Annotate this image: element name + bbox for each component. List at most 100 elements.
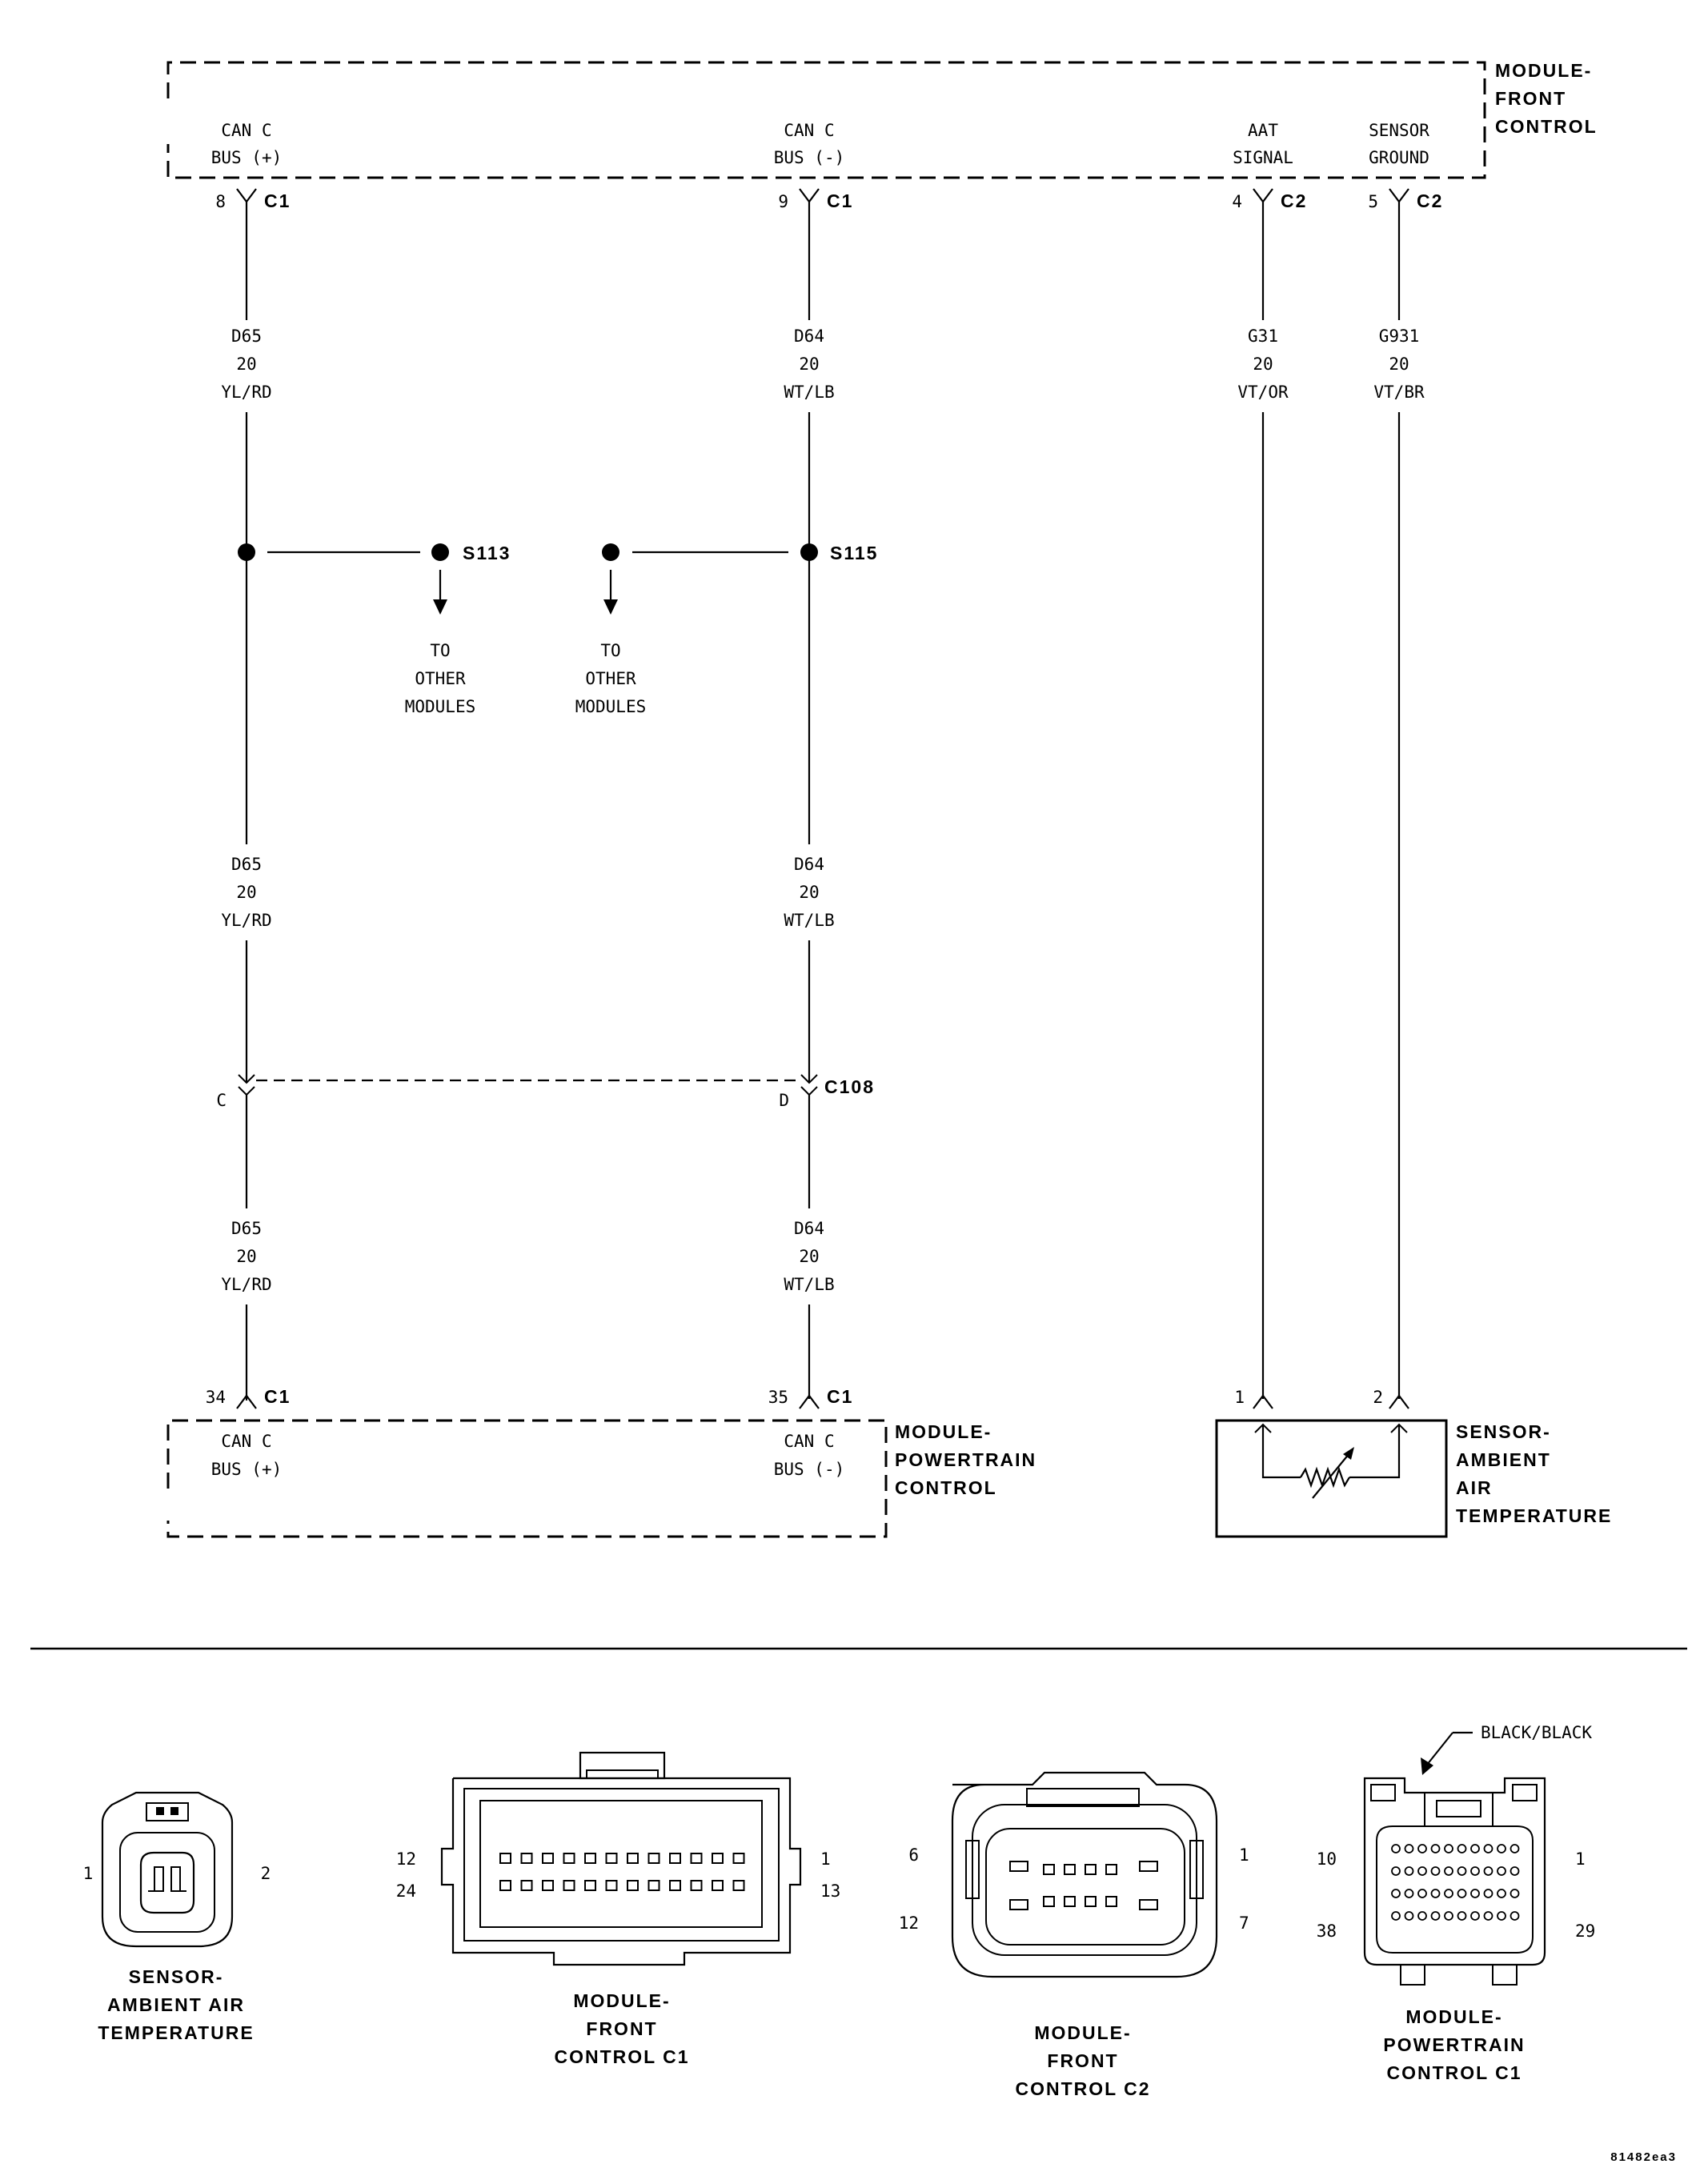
pin-number: 5 [1368, 192, 1378, 211]
to-other-modules: TO [600, 641, 620, 660]
cavity [1483, 1844, 1493, 1853]
cavity [563, 1853, 575, 1864]
sensor-title-line4: TEMPERATURE [1456, 1505, 1612, 1526]
cavity [1105, 1896, 1117, 1907]
connector-view-pcm-c1: BLACK/BLACK 10 38 1 29 MODULE- POWERTRAI… [1317, 1723, 1596, 2083]
cavity [1497, 1889, 1506, 1898]
cavity [1009, 1899, 1028, 1910]
cavity [1009, 1861, 1028, 1872]
cavity [1064, 1864, 1076, 1875]
cavity [1417, 1911, 1427, 1921]
cavity [712, 1853, 724, 1864]
cavity [690, 1880, 703, 1891]
cavity [605, 1853, 618, 1864]
cavity [1510, 1911, 1520, 1921]
splice-label: S115 [830, 543, 878, 563]
wire-circuit: G31 [1248, 327, 1278, 346]
cavity [1417, 1844, 1427, 1853]
powertrain-control-module: 34 C1 35 C1 CAN C BUS (+) CAN C BUS (-) … [166, 1386, 1036, 1538]
sensor-title-line1: SENSOR- [1456, 1421, 1551, 1442]
cavity [520, 1853, 533, 1864]
connector-id: C1 [264, 1386, 291, 1407]
to-other-modules: OTHER [585, 669, 636, 688]
cavity [1457, 1866, 1467, 1876]
cavity [732, 1880, 745, 1891]
cavity [1417, 1889, 1427, 1898]
cavity [563, 1880, 575, 1891]
pcm-pin-label: BUS (+) [211, 1460, 283, 1479]
cavity [732, 1853, 745, 1864]
pin-grids [499, 1844, 1520, 1921]
cavity [1391, 1866, 1401, 1876]
cavity [1417, 1866, 1427, 1876]
connector-view-fcm-c1: 12 24 1 13 MODULE- FRONT CONTROL C1 [396, 1751, 840, 2067]
connector-view-label: FRONT [1047, 2050, 1118, 2071]
cavity [627, 1880, 639, 1891]
cavity [1444, 1844, 1453, 1853]
ambient-air-temp-sensor: 1 2 SENSOR- AMBIENT AIR TEMPERATURE [1215, 1388, 1612, 1538]
wire-gauge: 20 [236, 355, 256, 374]
cavity [1430, 1889, 1441, 1898]
wire-color: VT/BR [1373, 383, 1425, 402]
fcm-terminals: 8 C1 9 C1 4 C2 5 C2 [215, 188, 1441, 211]
cavity [1085, 1896, 1097, 1907]
pcm-pin-label: CAN C [221, 1432, 271, 1451]
cavity [1483, 1866, 1493, 1876]
cavity [1391, 1889, 1401, 1898]
pin-number: 35 [768, 1388, 788, 1407]
connector-view-label: SENSOR- [129, 1966, 224, 1987]
cavity [1510, 1889, 1520, 1898]
wire-circuit: D65 [231, 1219, 262, 1238]
wire-d65: D65 20 YL/RD D65 20 YL/RD D65 20 YL/RD [221, 202, 272, 1399]
cavity [1139, 1861, 1158, 1872]
cavity [1483, 1911, 1493, 1921]
cavity [520, 1880, 533, 1891]
wire-gauge: 20 [236, 883, 256, 902]
cavity [1404, 1889, 1414, 1898]
cavity [648, 1880, 660, 1891]
pin-number: 1 [1239, 1845, 1249, 1865]
to-other-modules: MODULES [575, 697, 647, 716]
fcm-pin-label: BUS (-) [774, 148, 845, 167]
pcm-title-line2: POWERTRAIN [895, 1449, 1036, 1470]
sensor-title-line2: AMBIENT [1456, 1449, 1551, 1470]
pcm-title-line1: MODULE- [895, 1421, 992, 1442]
to-other-modules: MODULES [405, 697, 476, 716]
cavity [1457, 1911, 1467, 1921]
connector-view-label: CONTROL C1 [554, 2046, 689, 2067]
pin-number: 1 [820, 1849, 831, 1869]
pcm-pin-label: BUS (-) [774, 1460, 845, 1479]
cavity [1483, 1889, 1493, 1898]
fcm-pin-label: AAT [1248, 121, 1278, 140]
wire-gauge: 20 [799, 1247, 819, 1266]
wire-d64: D64 20 WT/LB D64 20 WT/LB D64 20 WT/LB [784, 202, 835, 1399]
wire-circuit: D64 [794, 327, 824, 346]
cavity [1043, 1864, 1055, 1875]
pin-number: 10 [1317, 1849, 1337, 1869]
fcm-pin-label: CAN C [221, 121, 271, 140]
c108-pin: D [779, 1091, 789, 1110]
wire-color: YL/RD [221, 911, 271, 930]
fcm-title-line2: FRONT [1495, 88, 1566, 109]
wire-color: VT/OR [1237, 383, 1289, 402]
c108-pin: C [216, 1091, 227, 1110]
connector-id: C1 [827, 1386, 853, 1407]
pin-number: 29 [1575, 1922, 1595, 1941]
front-control-module: MODULE- FRONT CONTROL CAN C BUS (+) CAN … [166, 60, 1596, 179]
sensor-title-line3: AIR [1456, 1477, 1493, 1498]
cavity [1064, 1896, 1076, 1907]
wire-gauge: 20 [236, 1247, 256, 1266]
cavity [1457, 1844, 1467, 1853]
wire-gauge: 20 [1389, 355, 1409, 374]
cavity [1444, 1911, 1453, 1921]
figure-id: 81482ea3 [1610, 2150, 1677, 2164]
fcm-pin-label: SIGNAL [1233, 148, 1293, 167]
cavity [1139, 1899, 1158, 1910]
cavity [584, 1880, 596, 1891]
pin-number: 24 [396, 1881, 416, 1901]
pin-number: 34 [206, 1388, 226, 1407]
cavity [1085, 1864, 1097, 1875]
fcm-title-line1: MODULE- [1495, 60, 1592, 81]
fcm-pin-label: CAN C [784, 121, 834, 140]
pin-number: 1 [1575, 1849, 1586, 1869]
